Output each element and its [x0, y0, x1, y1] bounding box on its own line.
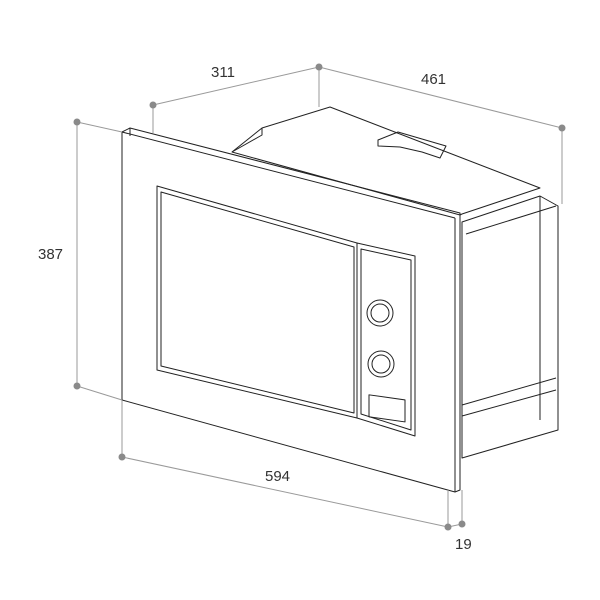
side-line — [465, 205, 557, 235]
side-line — [461, 377, 557, 406]
dim-dot — [73, 382, 81, 390]
dimension-frame-label: 19 — [455, 536, 472, 553]
dim-dot — [149, 101, 157, 109]
top-vent — [377, 131, 447, 159]
front-frame — [121, 127, 461, 493]
dim-dot — [118, 453, 126, 461]
dim-line-width — [121, 456, 449, 528]
dim-dot — [315, 63, 323, 71]
display-window — [368, 394, 406, 423]
dim-dot — [458, 520, 466, 528]
control-panel — [356, 242, 416, 437]
body-top — [231, 106, 541, 216]
dim-line-depth — [152, 66, 320, 106]
dimension-body-width-label: 461 — [421, 71, 447, 88]
dim-dot — [444, 523, 452, 531]
door-window-inner — [160, 191, 355, 414]
knob-ring — [371, 354, 391, 374]
knob-ring — [370, 303, 390, 323]
dim-line-body-width — [318, 66, 563, 129]
dimension-depth-label: 311 — [211, 64, 235, 81]
extension-line — [76, 121, 123, 133]
dimension-height-label: 387 — [38, 246, 64, 263]
control-panel-inner — [360, 248, 412, 431]
body-top-edge — [231, 128, 263, 153]
extension-line — [76, 385, 123, 401]
frame-edge — [121, 131, 456, 219]
side-line — [461, 389, 557, 417]
door-window — [156, 185, 358, 419]
dim-dot — [558, 124, 566, 132]
dimension-width-label: 594 — [265, 468, 291, 485]
dim-dot — [73, 118, 81, 126]
body-side — [461, 195, 559, 459]
